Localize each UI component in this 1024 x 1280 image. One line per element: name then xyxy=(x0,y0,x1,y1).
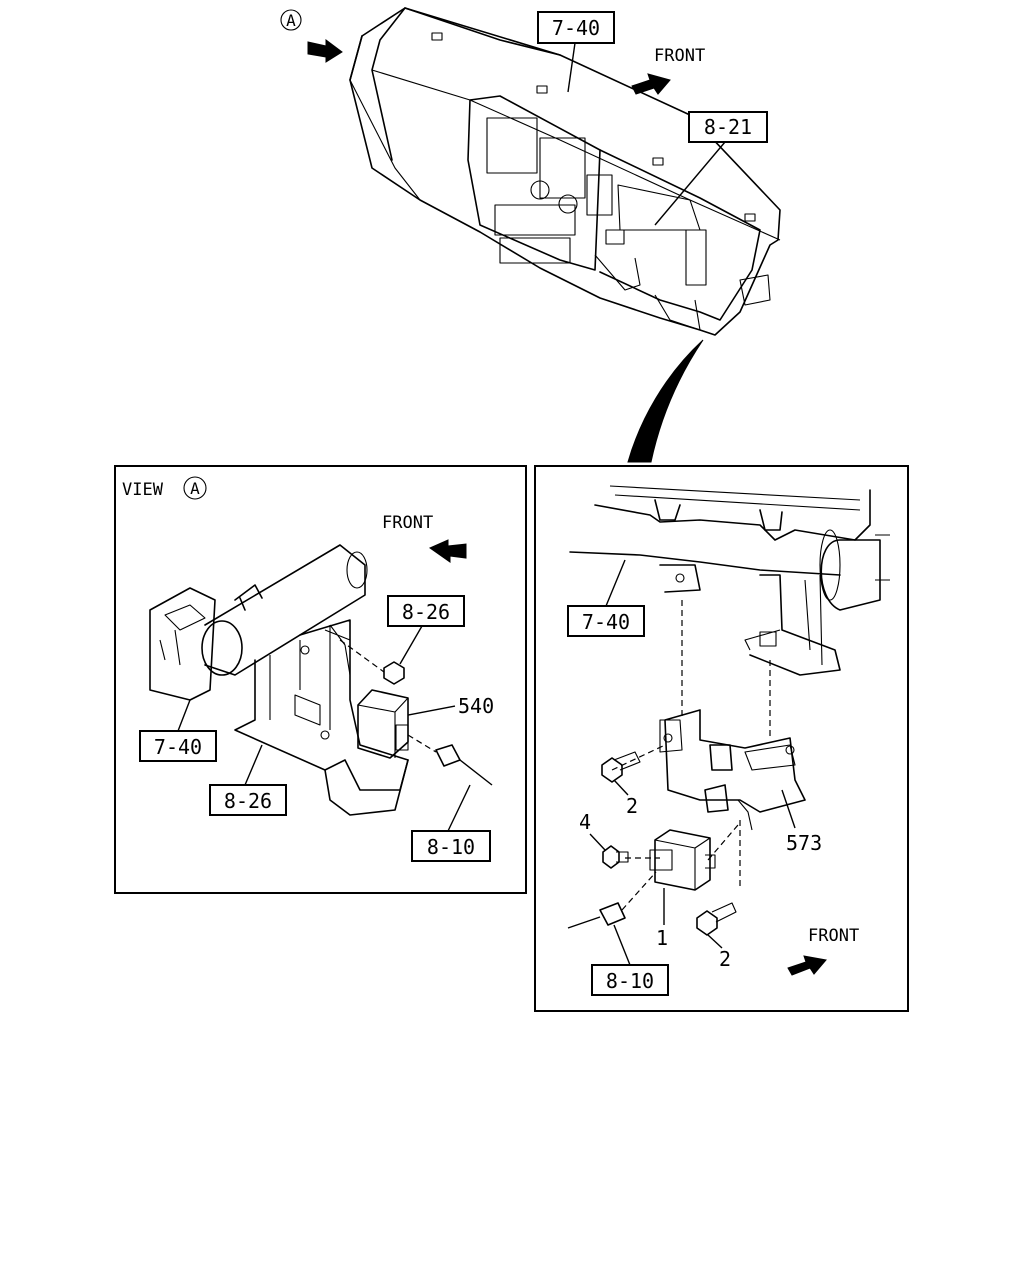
detail-panel: 573 2 4 1 xyxy=(534,465,909,1012)
relay-540 xyxy=(357,689,409,759)
callout-8-26-bottom: 8-26 xyxy=(224,789,272,813)
callout-7-40-detail: 7-40 xyxy=(582,610,630,634)
front-arrow-detail xyxy=(787,955,827,976)
bolt-4 xyxy=(602,845,629,869)
callout-8-21: 8-21 xyxy=(704,115,752,139)
bolt-2-lower xyxy=(696,902,737,936)
front-label-detail: FRONT xyxy=(808,926,859,946)
view-a-marker-circle xyxy=(280,9,302,31)
view-a-frame xyxy=(114,465,527,894)
leader-2-upper xyxy=(613,779,629,796)
connector-wire-view-a xyxy=(459,759,493,786)
leader-8-10-view-a xyxy=(447,784,471,832)
detail-frame xyxy=(534,465,909,1012)
callout-8-26-top: 8-26 xyxy=(402,600,450,624)
callout-2-upper: 2 xyxy=(626,794,638,818)
callout-2-lower: 2 xyxy=(719,947,731,971)
front-label-view-a: FRONT xyxy=(382,513,433,533)
leader-8-10-detail xyxy=(613,924,631,966)
callout-8-10-detail-box xyxy=(591,964,669,996)
nut-dash-line xyxy=(339,639,385,673)
callout-4: 4 xyxy=(579,810,591,834)
relay-1 xyxy=(649,829,716,891)
callout-8-10-view-a-box xyxy=(411,830,491,862)
front-arrow-view-a xyxy=(428,539,467,563)
callout-573: 573 xyxy=(786,831,822,855)
callout-8-21-box xyxy=(688,111,768,143)
leader-573 xyxy=(781,789,796,829)
view-a-title-circle xyxy=(183,476,207,500)
leader-8-26-top xyxy=(399,625,423,665)
callout-7-40-top: 7-40 xyxy=(552,16,600,40)
nut-8-26 xyxy=(383,661,405,685)
callout-7-40-view-a: 7-40 xyxy=(154,735,202,759)
view-a-title-marker: A xyxy=(190,479,200,498)
steering-column-assembly xyxy=(149,544,409,816)
connector-8-10-view-a xyxy=(435,744,461,767)
callout-8-26-top-box xyxy=(387,595,465,627)
dashboard-frame-structure xyxy=(569,485,890,676)
leader-4 xyxy=(589,833,606,851)
detail-pointer-arrow xyxy=(627,339,704,463)
bolt-2-upper xyxy=(601,751,641,783)
leader-2-lower xyxy=(707,934,723,949)
leader-7-40-view-a xyxy=(177,699,191,732)
leader-8-26-bottom xyxy=(244,744,263,786)
view-a-panel: VIEW A FRONT 8-26 xyxy=(114,465,527,894)
callout-8-10-view-a: 8-10 xyxy=(427,835,475,859)
leader-7-40-detail xyxy=(605,559,626,607)
front-arrow-top xyxy=(631,73,671,95)
callout-1: 1 xyxy=(656,926,668,950)
callout-8-10-detail: 8-10 xyxy=(606,969,654,993)
view-a-title: VIEW xyxy=(122,480,164,500)
callout-8-26-bottom-box xyxy=(209,784,287,816)
leader-8-21 xyxy=(654,141,726,226)
callout-540: 540 xyxy=(458,694,494,718)
front-label-top: FRONT xyxy=(654,46,705,66)
callout-7-40-view-a-box xyxy=(139,730,217,762)
dashboard-body xyxy=(349,7,781,336)
leader-540 xyxy=(407,705,456,716)
bracket-573 xyxy=(659,709,806,831)
view-direction-arrow xyxy=(307,39,343,63)
leader-7-40-top xyxy=(567,42,576,93)
view-a-marker-label: A xyxy=(286,11,296,30)
callout-7-40-top-box xyxy=(537,11,615,44)
dashboard-overview: A xyxy=(280,7,781,463)
connector-8-10-detail xyxy=(567,902,626,929)
callout-7-40-detail-box xyxy=(567,605,645,637)
